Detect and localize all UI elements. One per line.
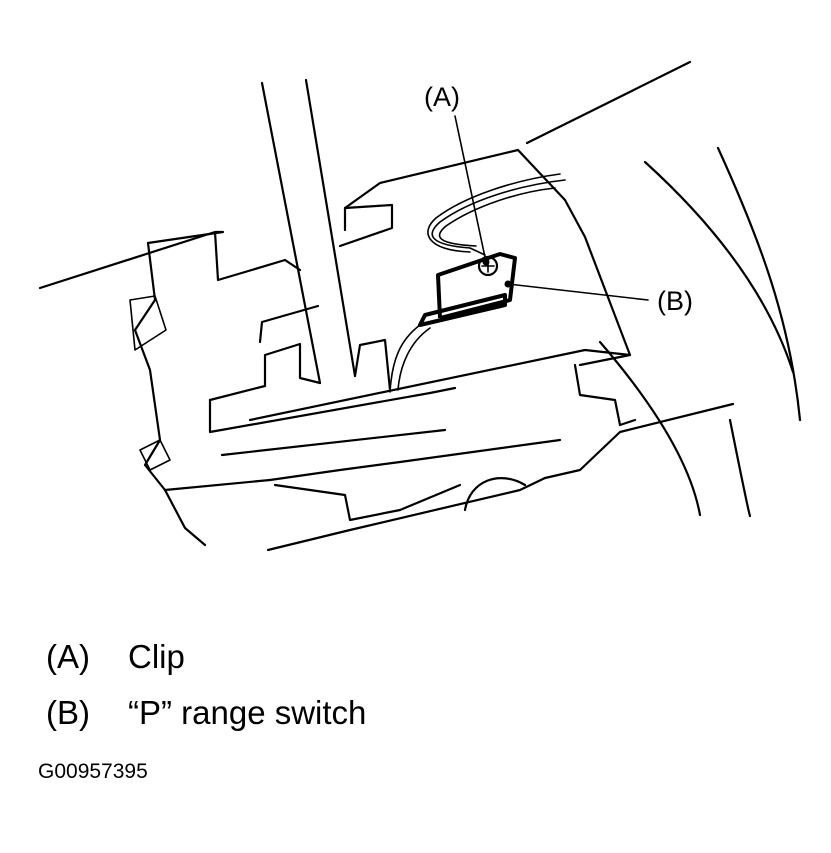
legend-label: “P” range switch [128,694,367,731]
wire-harness-2 [427,173,561,253]
body-outline-top-right [525,60,692,145]
p-range-switch-tab [418,293,507,327]
housing-right-lower [543,430,622,480]
legend-label: Clip [128,638,185,675]
legend-item-p-range-switch: (B) “P” range switch [46,696,366,729]
housing-left-flap [129,295,167,351]
curved-panel-lower [598,340,702,517]
wire-harness-1 [431,179,566,256]
legend-key: (A) [46,638,90,675]
leader-line-a [454,115,487,263]
housing-left-block [146,230,302,282]
clip-fastener [477,255,499,277]
housing-inner-step [208,342,322,402]
lower-right-edge [618,402,735,434]
leader-dot-a [482,258,490,266]
callout-b: (B) [657,286,693,316]
leader-dot-b [504,280,512,288]
curved-panel-inner [716,146,802,422]
housing-left-side [133,241,207,547]
wire-harness-3 [438,187,556,247]
curved-panel-outer [643,160,795,374]
legend-item-clip: (A) Clip [46,640,185,673]
housing-front-mid [220,428,447,457]
housing-lower-left-edge [163,478,272,492]
p-range-switch-body [436,252,517,320]
housing-front-rail [268,438,562,482]
shift-lever-left-edge [260,81,322,385]
housing-inner-step2 [208,386,457,434]
shift-lever-right-edge [304,78,357,378]
body-outline-left [38,230,217,290]
mechanism-illustration [38,60,802,552]
housing-right-step [573,363,637,427]
housing-gate-right [353,338,392,392]
housing-bottom [266,476,547,552]
wire-lower-1 [389,324,421,393]
leader-line-b [507,283,649,301]
legend-key: (B) [46,694,90,731]
housing-gate [258,304,320,344]
wire-lower-2 [397,327,431,391]
lower-right-curve [728,418,752,518]
housing-bottom-boss [463,477,527,512]
housing-front-lower [273,483,462,522]
housing-front-top [248,348,632,422]
callout-a: (A) [424,82,460,112]
figure-id: G00957395 [38,760,148,783]
housing-top [343,148,632,367]
housing-left-notch [139,439,171,471]
housing-upper-block [338,203,394,248]
